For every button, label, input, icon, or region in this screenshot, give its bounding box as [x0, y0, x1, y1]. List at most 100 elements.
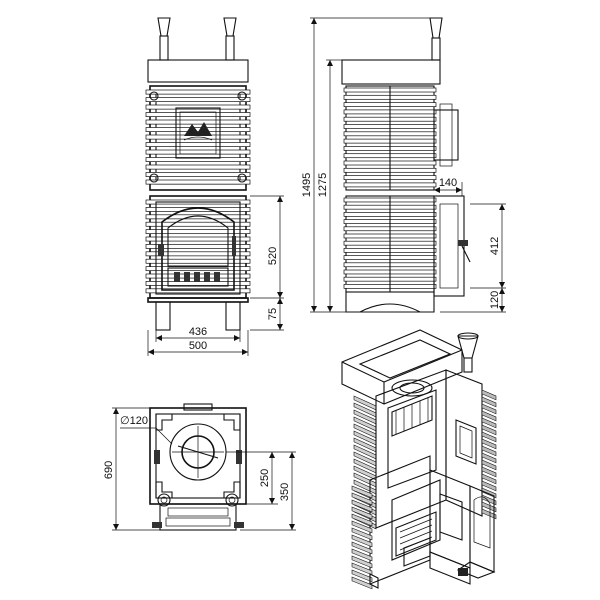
fin [145, 149, 251, 155]
cutaway-firebox-interior [391, 479, 441, 561]
fin [481, 494, 497, 506]
side-flue-box [433, 109, 459, 161]
fin [351, 492, 373, 506]
fin [351, 548, 373, 562]
fin [145, 164, 251, 170]
dim-front-base-height: 75 [267, 308, 279, 320]
fin [145, 251, 251, 257]
front-door-handle [232, 236, 236, 256]
front-view: 520 75 436 500 [145, 17, 284, 356]
plan-door [159, 503, 237, 531]
fin [481, 389, 497, 401]
front-leg-right [225, 301, 241, 331]
cutaway-flue-ring [391, 379, 433, 397]
fin [145, 221, 251, 227]
cutaway-inner-chamber [387, 389, 437, 489]
side-view: 1495 1275 140 412 120 [301, 17, 506, 313]
side-base [345, 291, 435, 313]
front-leg-left [155, 301, 171, 331]
fin [481, 480, 497, 492]
plan-dim-lines [112, 407, 296, 531]
fin [481, 431, 497, 443]
front-nozzle-left [157, 17, 171, 61]
dim-plan-depth: 690 [103, 461, 115, 479]
fin [481, 445, 497, 457]
dim-plan-offset-large: 350 [279, 483, 291, 501]
fin [481, 508, 497, 520]
front-firebox-plate [155, 201, 241, 295]
fin [145, 172, 251, 177]
fin [481, 417, 497, 429]
dim-front-width-inner: 436 [189, 326, 207, 338]
dim-side-total-height: 1495 [301, 173, 313, 197]
wave-emblem-icon [183, 136, 213, 141]
fin [351, 527, 373, 541]
fin [145, 142, 251, 147]
cutaway-nozzle [457, 332, 479, 373]
front-base-plinth [147, 297, 249, 303]
front-upper-bolts [149, 91, 247, 183]
cutaway-upper-door [455, 419, 477, 465]
front-width-dims [147, 330, 249, 356]
dim-plan-flue-diameter: ∅120 [120, 415, 148, 427]
front-ash-grille [167, 267, 229, 287]
fin [145, 244, 251, 249]
plan-rear-bolts [157, 493, 239, 507]
fin [145, 229, 251, 235]
fin [145, 97, 251, 102]
front-top-slab [147, 59, 249, 83]
front-door [161, 207, 235, 291]
front-nozzle-right [223, 17, 237, 61]
fin [481, 396, 497, 408]
fin [351, 534, 373, 548]
fin [481, 403, 497, 415]
dim-side-base-height: 120 [489, 291, 501, 309]
side-dim-lines [310, 17, 506, 313]
fin [145, 214, 251, 220]
fin [351, 576, 373, 590]
fin [481, 473, 497, 485]
side-top-slab [341, 59, 441, 85]
fin [145, 288, 251, 294]
fin [145, 127, 251, 132]
cutaway-view [341, 329, 497, 590]
fin [351, 541, 373, 555]
cutaway-top-slab [341, 329, 463, 405]
fin [145, 119, 251, 125]
cutaway-lower-left-fins [351, 485, 373, 590]
fin [351, 506, 373, 520]
fin [145, 258, 251, 264]
fin [481, 452, 497, 464]
front-decor-panel [175, 107, 221, 159]
fin [351, 485, 373, 499]
fin [145, 112, 251, 117]
plan-top-lug [183, 403, 213, 411]
dim-side-door-height: 412 [489, 237, 501, 255]
cutaway-right-panel [445, 369, 483, 517]
front-dim-lines [250, 195, 284, 331]
plan-slot-left [154, 450, 160, 464]
cutaway-grid-pattern [395, 398, 429, 434]
front-door-glass [167, 215, 229, 267]
side-nozzle [429, 17, 443, 39]
fin [145, 179, 251, 185]
fin [481, 438, 497, 450]
fin [145, 236, 251, 242]
fin [351, 520, 373, 534]
fin [145, 104, 251, 110]
fin [481, 424, 497, 436]
fin [351, 499, 373, 513]
fin [481, 466, 497, 478]
mountain-emblem-icon [184, 122, 212, 136]
dim-front-width-outer: 500 [189, 340, 207, 352]
dim-plan-offset-small: 250 [259, 469, 271, 487]
fin [481, 501, 497, 513]
dim-side-flue-offset: 140 [439, 177, 457, 189]
side-handle-icon [458, 240, 468, 246]
dim-front-door-height: 520 [267, 247, 279, 265]
plan-corner-brackets [155, 413, 241, 499]
plan-view: 690 ∅120 250 350 [103, 403, 296, 531]
fin [481, 459, 497, 471]
fin [351, 513, 373, 527]
